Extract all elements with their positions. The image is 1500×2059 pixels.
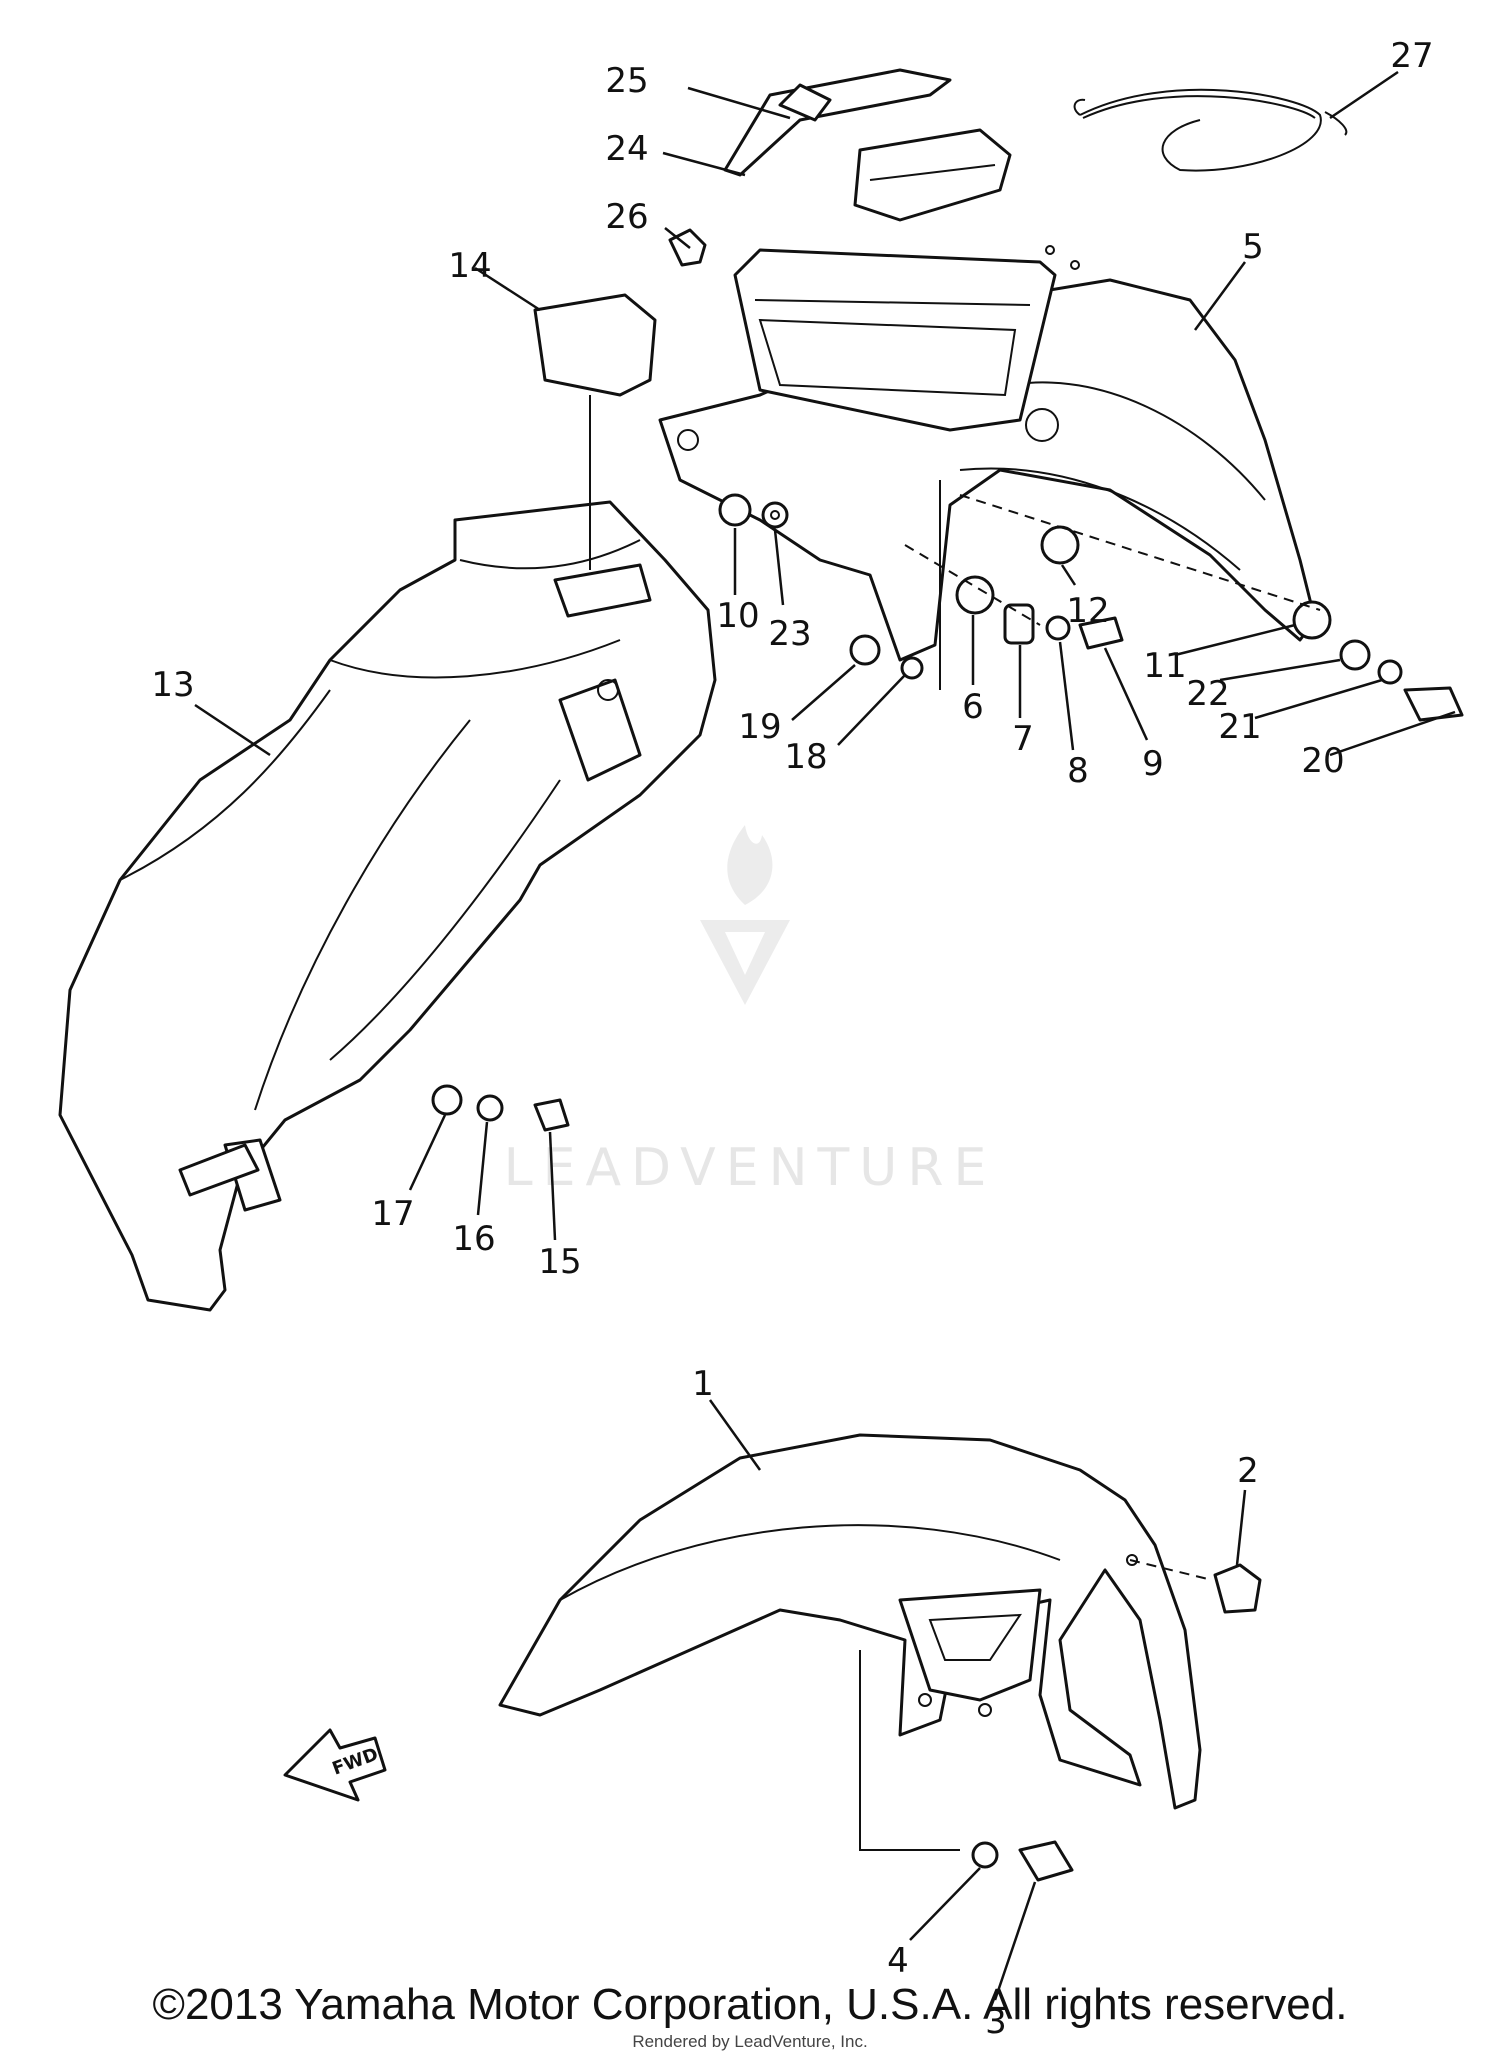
tool-pouch-24 — [853, 128, 1012, 222]
washer-21 — [1377, 659, 1403, 685]
callout-26: 26 — [605, 197, 648, 237]
damper-6 — [955, 575, 995, 615]
callout-23: 23 — [768, 614, 811, 654]
washer-22 — [1339, 639, 1371, 671]
callout-5: 5 — [1242, 227, 1264, 267]
damper-12 — [1040, 525, 1080, 565]
callout-11: 11 — [1143, 646, 1186, 686]
bolt-3 — [1018, 1840, 1074, 1882]
rubber-band-27 — [1073, 88, 1348, 172]
hardware-upper — [718, 493, 1464, 722]
damper-11 — [1292, 600, 1332, 640]
leader-lines — [194, 70, 1456, 2001]
callout-3: 3 — [985, 2002, 1007, 2042]
callout-1: 1 — [692, 1364, 714, 1404]
assembly-line-front — [1129, 1559, 1213, 1581]
callout-13: 13 — [151, 665, 194, 705]
callout-14: 14 — [448, 246, 491, 286]
nut-17 — [431, 1084, 463, 1116]
washer-4 — [971, 1841, 999, 1869]
callout-18: 18 — [784, 737, 827, 777]
washer-16 — [476, 1094, 504, 1122]
callout-6: 6 — [962, 687, 984, 727]
washer-8 — [1045, 615, 1071, 641]
bolt-20 — [1403, 686, 1464, 722]
callout-16: 16 — [452, 1219, 495, 1259]
nut-19 — [849, 634, 881, 666]
nut-10 — [718, 493, 752, 527]
screw-15 — [533, 1098, 570, 1132]
callout-2: 2 — [1237, 1451, 1259, 1491]
callout-27: 27 — [1390, 36, 1433, 76]
washer-23 — [761, 501, 789, 529]
rear-fender-13 — [58, 500, 717, 1312]
copyright-notice: ©2013 Yamaha Motor Corporation, U.S.A. A… — [152, 1980, 1348, 2029]
callout-22: 22 — [1186, 674, 1229, 714]
callout-12: 12 — [1066, 591, 1109, 631]
callout-17: 17 — [371, 1194, 414, 1234]
assembly-line-mid — [904, 544, 1041, 626]
callout-25: 25 — [605, 61, 648, 101]
washer-18 — [900, 656, 924, 680]
callout-8: 8 — [1067, 751, 1089, 791]
callout-7: 7 — [1012, 719, 1034, 759]
callout-21: 21 — [1218, 707, 1261, 747]
tool-box-bracket-5 — [658, 245, 1317, 662]
callout-4: 4 — [887, 1941, 909, 1981]
rendered-by-credit: Rendered by LeadVenture, Inc. — [632, 2032, 868, 2051]
callouts: 1 2 3 4 5 6 7 8 9 10 11 12 13 14 15 16 1… — [151, 36, 1433, 2042]
callout-15: 15 — [538, 1242, 581, 1282]
watermark-text: LEADVENTURE — [504, 1138, 997, 1198]
leadventure-watermark: LEADVENTURE — [504, 825, 997, 1198]
assembly-line-upper — [959, 494, 1321, 611]
callout-24: 24 — [605, 129, 648, 169]
front-fender-1 — [498, 1433, 1202, 1810]
grommet-2 — [1213, 1563, 1262, 1614]
cushion-14 — [533, 293, 657, 397]
collar-7 — [1003, 603, 1035, 645]
front-mount-line — [859, 1650, 960, 1851]
callout-10: 10 — [716, 596, 759, 636]
bolt-9 — [1078, 616, 1124, 650]
hardware-front — [971, 1563, 1262, 1882]
callout-9: 9 — [1142, 744, 1164, 784]
hardware-lower-left — [431, 1084, 570, 1132]
callout-20: 20 — [1301, 741, 1344, 781]
callout-19: 19 — [738, 707, 781, 747]
fwd-arrow: FWD — [283, 1728, 387, 1802]
